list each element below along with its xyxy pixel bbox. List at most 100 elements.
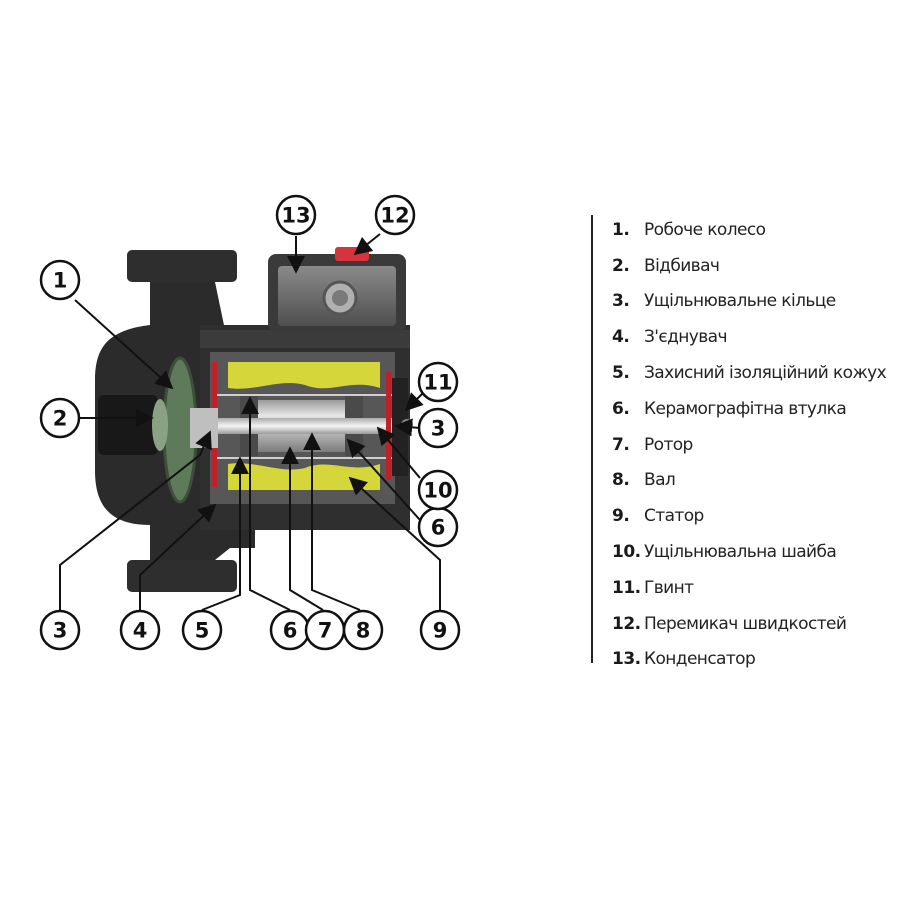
leader-3b bbox=[394, 418, 421, 437]
speed-switch bbox=[335, 247, 369, 261]
legend-label: Перемикач швидкостей bbox=[644, 613, 847, 634]
leader-6a bbox=[241, 396, 291, 611]
callout-c13: 13 bbox=[275, 194, 317, 236]
callout-number: 10 bbox=[423, 479, 452, 503]
stator-bottom bbox=[228, 463, 380, 490]
callout-number: 11 bbox=[423, 371, 452, 395]
callout-circle bbox=[39, 397, 81, 439]
callout-circle bbox=[417, 469, 459, 511]
leader-1 bbox=[74, 299, 174, 390]
bottom-flange bbox=[127, 560, 237, 592]
leader-10 bbox=[376, 426, 421, 479]
legend-label: Ущільнювальна шайба bbox=[644, 542, 837, 563]
legend-number: 11. bbox=[612, 577, 641, 598]
callout-number: 7 bbox=[318, 619, 333, 643]
callout-circle bbox=[419, 609, 461, 651]
legend-label: З'єднувач bbox=[644, 327, 728, 348]
callout-c8: 8 bbox=[342, 609, 384, 651]
callout-c2: 2 bbox=[39, 397, 81, 439]
legend-item-5: 5. Захисний ізоляційний кожух bbox=[612, 355, 900, 391]
callout-number: 6 bbox=[431, 516, 446, 540]
legend-item-10: 10.Ущільнювальна шайба bbox=[612, 534, 900, 570]
stator-top bbox=[228, 362, 380, 389]
legend-item-13: 13.Конденсатор bbox=[612, 642, 900, 678]
callout-c6a: 6 bbox=[269, 609, 311, 651]
callout-circle bbox=[417, 361, 459, 403]
casing-top-ridge bbox=[200, 330, 410, 348]
legend-label: Робоче колесо bbox=[644, 219, 766, 240]
callout-circle bbox=[374, 194, 416, 236]
callout-number: 12 bbox=[380, 204, 409, 228]
legend-item-1: 1. Робоче колесо bbox=[612, 212, 900, 248]
callout-circle bbox=[275, 194, 317, 236]
callout-c9: 9 bbox=[419, 609, 461, 651]
legend-label: Ущільнювальне кільце bbox=[644, 291, 836, 312]
callout-c7: 7 bbox=[304, 609, 346, 651]
legend-item-6: 6.Керамографітна втулка bbox=[612, 391, 900, 427]
legend-number: 4. bbox=[612, 327, 630, 348]
inlet-opening bbox=[98, 395, 158, 455]
legend-number: 5. bbox=[612, 363, 630, 384]
callout-c3b: 3 bbox=[417, 407, 459, 449]
callout-c4: 4 bbox=[119, 609, 161, 651]
legend-number: 10. bbox=[612, 542, 641, 563]
top-flange bbox=[127, 250, 237, 282]
pump-illustration bbox=[95, 247, 413, 592]
leader-4 bbox=[139, 503, 217, 610]
callout-c10: 10 bbox=[417, 469, 459, 511]
legend-label: Ротор bbox=[644, 434, 693, 455]
shaft bbox=[195, 418, 395, 434]
end-screw bbox=[401, 419, 413, 431]
legend-item-9: 9. Статор bbox=[612, 498, 900, 534]
callout-number: 4 bbox=[133, 619, 148, 643]
legend-label: Статор bbox=[644, 506, 704, 527]
callout-number: 3 bbox=[431, 417, 446, 441]
callout-c12: 12 bbox=[374, 194, 416, 236]
callout-circle bbox=[39, 609, 81, 651]
callout-number: 9 bbox=[433, 619, 448, 643]
callout-circle bbox=[417, 407, 459, 449]
legend: 1. Робоче колесо 2. Відбивач 3. Ущільнюваль… bbox=[612, 212, 900, 677]
callout-number: 6 bbox=[283, 619, 298, 643]
legend-label: Відбивач bbox=[644, 255, 720, 276]
legend-number: 1. bbox=[612, 219, 630, 240]
leader-lines bbox=[59, 233, 441, 611]
legend-item-12: 12.Перемикач швидкостей bbox=[612, 606, 900, 642]
legend-divider bbox=[591, 215, 593, 663]
reflector bbox=[152, 399, 168, 451]
callout-number: 8 bbox=[356, 619, 371, 643]
leader-3a bbox=[59, 430, 212, 610]
legend-number: 9. bbox=[612, 506, 630, 527]
legend-label: Захисний ізоляційний кожух bbox=[644, 363, 887, 384]
legend-number: 13. bbox=[612, 649, 641, 670]
seal-right bbox=[386, 372, 391, 480]
callout-circle bbox=[181, 609, 223, 651]
legend-number: 6. bbox=[612, 398, 630, 419]
legend-item-11: 11.Гвинт bbox=[612, 570, 900, 606]
callout-number: 3 bbox=[53, 619, 68, 643]
callout-number: 5 bbox=[195, 619, 210, 643]
legend-item-2: 2. Відбивач bbox=[612, 248, 900, 284]
legend-number: 2. bbox=[612, 255, 630, 276]
callout-number: 1 bbox=[53, 269, 68, 293]
leader-11 bbox=[404, 391, 425, 412]
callout-c11: 11 bbox=[417, 361, 459, 403]
leader-12 bbox=[353, 233, 381, 256]
leader-7 bbox=[281, 446, 324, 611]
callout-number: 13 bbox=[281, 204, 310, 228]
legend-number: 12. bbox=[612, 613, 641, 634]
callout-number: 2 bbox=[53, 407, 68, 431]
callout-c6b: 6 bbox=[417, 506, 459, 548]
legend-item-3: 3. Ущільнювальне кільце bbox=[612, 284, 900, 320]
callout-circle bbox=[342, 609, 384, 651]
impeller-hub bbox=[190, 408, 218, 448]
legend-number: 3. bbox=[612, 291, 630, 312]
leader-9 bbox=[348, 476, 441, 610]
callout-c1: 1 bbox=[39, 259, 81, 301]
legend-label: Конденсатор bbox=[644, 649, 756, 670]
legend-number: 8. bbox=[612, 470, 630, 491]
leader-5 bbox=[201, 456, 249, 611]
legend-label: Гвинт bbox=[644, 577, 694, 598]
